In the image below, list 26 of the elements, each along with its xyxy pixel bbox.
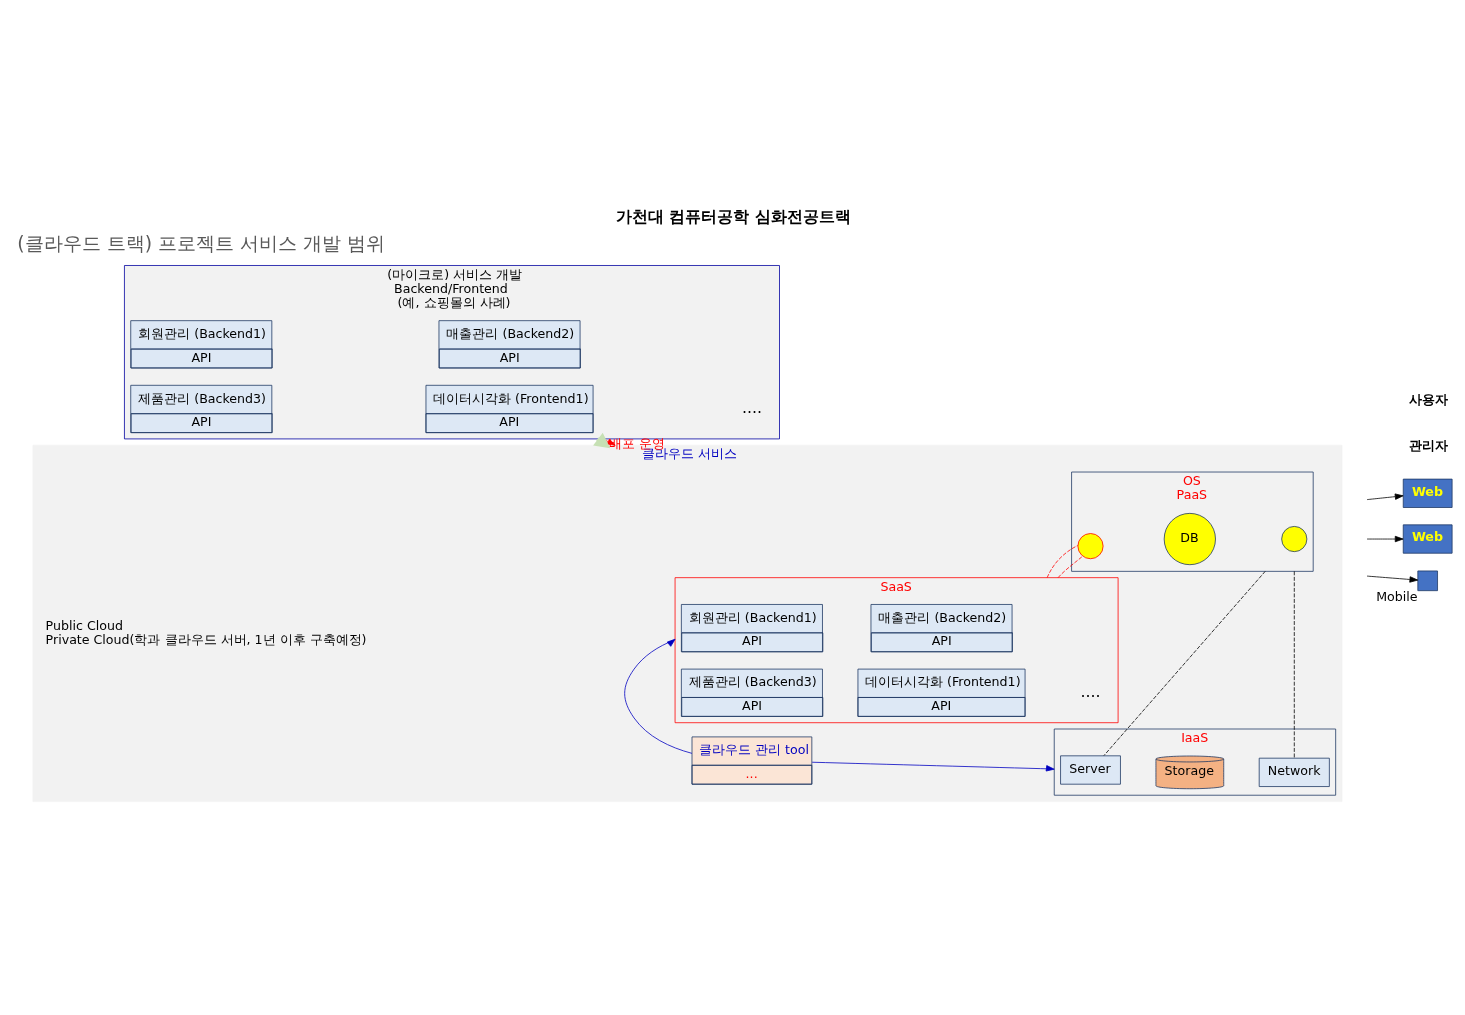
node-box: Server (1060, 755, 1121, 785)
arrow (1366, 575, 1419, 583)
arrow (811, 761, 1055, 772)
node-circle (1281, 526, 1308, 553)
connector (1057, 555, 1084, 579)
node-box: Web (1402, 478, 1453, 508)
node-circle (1077, 533, 1104, 560)
label: (클라우드 트랙) 프로젝트 서비스 개발 범위 (17, 231, 386, 254)
diagram-title: 가천대 컴퓨터공학 심화전공트랙 (615, 207, 851, 227)
node-text: 관리자 (1408, 437, 1448, 453)
node-label: Private Cloud(학과 클라우드 서버, 1년 이후 구축예정) (45, 631, 367, 647)
arrow (1366, 493, 1404, 500)
node-box: Web (1402, 524, 1453, 554)
label: .... (741, 397, 762, 417)
connector (1293, 570, 1295, 759)
node-label: Mobile (1376, 588, 1418, 604)
arrow (624, 638, 693, 754)
node-circle: DB (1163, 512, 1216, 566)
node-text: 사용자 (1408, 392, 1448, 408)
node-label: Public Cloud (45, 617, 123, 633)
node-box: Network (1258, 757, 1330, 787)
arrow (1366, 535, 1404, 543)
connector (1046, 545, 1079, 579)
connector (1103, 570, 1266, 756)
label: .... (1080, 681, 1101, 701)
node-box (1417, 570, 1438, 592)
